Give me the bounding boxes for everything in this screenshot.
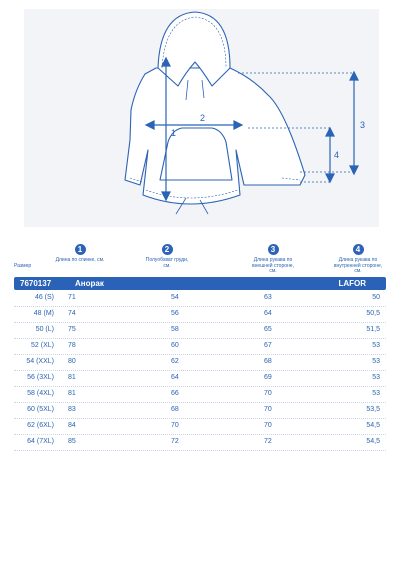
- outer-sleeve-cell: 70: [264, 406, 272, 413]
- back-length-cell: 74: [68, 310, 76, 317]
- size-cell: 64 (7XL): [27, 438, 54, 445]
- garment-pocket: [159, 127, 233, 181]
- column-header-1: 1 Длина по спинке, см.: [55, 244, 105, 264]
- column-number-3: 3: [267, 244, 279, 255]
- column-number-2: 2: [161, 244, 173, 255]
- size-cell: 52 (XL): [31, 342, 54, 349]
- size-column-header: Размер: [14, 263, 32, 269]
- marker-2: 2: [200, 113, 205, 123]
- column-header-4: 4 Длина рукава по внутренней стороне, см…: [333, 244, 383, 275]
- half-chest-cell: 58: [171, 326, 179, 333]
- size-cell: 54 (XXL): [26, 358, 54, 365]
- inner-sleeve-cell: 53: [372, 342, 380, 349]
- column-header-2: 2 Полуобхват груди, см.: [145, 244, 189, 269]
- size-cell: 50 (L): [35, 326, 54, 333]
- half-chest-cell: 62: [171, 358, 179, 365]
- half-chest-cell: 70: [171, 422, 179, 429]
- back-length-cell: 81: [68, 374, 76, 381]
- outer-sleeve-cell: 64: [264, 310, 272, 317]
- back-length-cell: 83: [68, 406, 76, 413]
- inner-sleeve-cell: 53: [372, 358, 380, 365]
- inner-sleeve-cell: 53,5: [366, 406, 380, 413]
- garment-sketch: 1 2 3 4: [24, 9, 379, 227]
- size-cell: 56 (3XL): [27, 374, 54, 381]
- size-cell: 60 (5XL): [27, 406, 54, 413]
- marker-4: 4: [334, 150, 339, 160]
- size-table: 46 (S) 71 54 63 50 48 (M) 74 56 64 50,5 …: [14, 291, 386, 451]
- brand-name: LAFOR: [338, 279, 366, 288]
- outer-sleeve-cell: 70: [264, 390, 272, 397]
- size-cell: 48 (M): [33, 310, 54, 317]
- column-label-4: Длина рукава по внутренней стороне, см.: [333, 257, 383, 275]
- marker-3: 3: [360, 120, 365, 130]
- half-chest-cell: 64: [171, 374, 179, 381]
- inner-sleeve-cell: 54,5: [366, 438, 380, 445]
- column-label-2: Полуобхват груди, см.: [145, 257, 189, 269]
- garment-hood: [157, 11, 231, 87]
- column-number-4: 4: [352, 244, 364, 255]
- back-length-cell: 75: [68, 326, 76, 333]
- size-cell: 58 (4XL): [27, 390, 54, 397]
- product-code: 7670137: [20, 279, 52, 288]
- table-row: 62 (6XL) 84 70 70 54,5: [14, 419, 386, 435]
- table-row: 56 (3XL) 81 64 69 53: [14, 371, 386, 387]
- back-length-cell: 81: [68, 390, 76, 397]
- size-cell: 46 (S): [34, 294, 54, 301]
- half-chest-cell: 54: [171, 294, 179, 301]
- half-chest-cell: 68: [171, 406, 179, 413]
- table-row: 64 (7XL) 85 72 72 54,5: [14, 435, 386, 451]
- column-header-3: 3 Длина рукава по внешней стороне, см.: [248, 244, 298, 275]
- half-chest-cell: 66: [171, 390, 179, 397]
- table-row: 52 (XL) 78 60 67 53: [14, 339, 386, 355]
- outer-sleeve-cell: 70: [264, 422, 272, 429]
- inner-sleeve-cell: 53: [372, 374, 380, 381]
- table-row: 60 (5XL) 83 68 70 53,5: [14, 403, 386, 419]
- outer-sleeve-cell: 68: [264, 358, 272, 365]
- marker-1: 1: [171, 128, 176, 138]
- table-row: 54 (XXL) 80 62 68 53: [14, 355, 386, 371]
- column-number-1: 1: [74, 244, 86, 255]
- half-chest-cell: 60: [171, 342, 179, 349]
- column-label-3: Длина рукава по внешней стороне, см.: [252, 257, 294, 275]
- table-row: 50 (L) 75 58 65 51,5: [14, 323, 386, 339]
- back-length-cell: 84: [68, 422, 76, 429]
- size-cell: 62 (6XL): [27, 422, 54, 429]
- inner-sleeve-cell: 53: [372, 390, 380, 397]
- inner-sleeve-cell: 50,5: [366, 310, 380, 317]
- outer-sleeve-cell: 69: [264, 374, 272, 381]
- back-length-cell: 80: [68, 358, 76, 365]
- table-row: 58 (4XL) 81 66 70 53: [14, 387, 386, 403]
- half-chest-cell: 56: [171, 310, 179, 317]
- back-length-cell: 85: [68, 438, 76, 445]
- half-chest-cell: 72: [171, 438, 179, 445]
- outer-sleeve-cell: 65: [264, 326, 272, 333]
- outer-sleeve-cell: 63: [264, 294, 272, 301]
- inner-sleeve-cell: 51,5: [366, 326, 380, 333]
- inner-sleeve-cell: 54,5: [366, 422, 380, 429]
- table-row: 48 (M) 74 56 64 50,5: [14, 307, 386, 323]
- outer-sleeve-cell: 72: [264, 438, 272, 445]
- inner-sleeve-cell: 50: [372, 294, 380, 301]
- outer-sleeve-cell: 67: [264, 342, 272, 349]
- back-length-cell: 71: [68, 294, 76, 301]
- column-label-1: Длина по спинке, см.: [55, 257, 105, 263]
- table-row: 46 (S) 71 54 63 50: [14, 291, 386, 307]
- back-length-cell: 78: [68, 342, 76, 349]
- product-bar: 7670137 Анорак LAFOR: [14, 277, 386, 290]
- product-name: Анорак: [75, 279, 104, 288]
